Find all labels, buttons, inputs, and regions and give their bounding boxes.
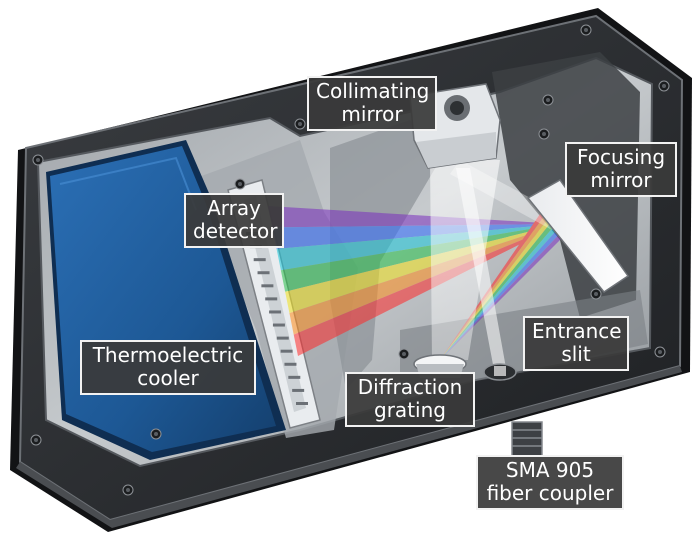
detector-pin	[261, 284, 274, 288]
screw-icon	[122, 484, 134, 496]
entrance-slit	[483, 363, 517, 381]
focusing-mirror	[526, 179, 630, 294]
spectrum-band	[276, 224, 560, 271]
detector-pin	[257, 271, 270, 275]
spectrum-band	[280, 224, 560, 292]
detector-pin	[296, 402, 308, 405]
screw-icon	[150, 428, 162, 440]
spectrum-band	[289, 224, 560, 335]
screws	[30, 24, 670, 496]
screw-icon	[234, 178, 246, 190]
label-focusing-mirror: Focusing mirror	[565, 142, 677, 197]
label-array-detector: Array detector	[184, 193, 284, 248]
detector-pin	[272, 323, 285, 327]
detector-pin	[265, 297, 278, 301]
detector-pin	[288, 375, 301, 379]
screw-icon	[294, 118, 306, 130]
label-sma-fiber-coupler: SMA 905 fiber coupler	[476, 455, 624, 510]
fiber-connector-icon	[511, 421, 543, 457]
detector-pin	[276, 336, 289, 340]
label-collimating-mirror: Collimating mirror	[307, 76, 437, 131]
screw-icon	[398, 348, 410, 360]
spectrum-band	[285, 224, 560, 314]
screw-icon	[654, 346, 666, 358]
detector-pin	[269, 310, 282, 314]
detector-pin	[292, 388, 305, 392]
detector-pin	[284, 362, 297, 366]
spectrum-band	[293, 224, 560, 356]
detector-pin	[280, 349, 293, 353]
detector-pin	[253, 258, 266, 262]
screw-icon	[590, 288, 602, 300]
label-diffraction-grating: Diffraction grating	[345, 372, 475, 427]
screw-icon	[538, 128, 550, 140]
screw-icon	[542, 94, 554, 106]
screw-icon	[658, 80, 670, 92]
screw-icon	[32, 154, 44, 166]
screw-icon	[30, 434, 42, 446]
light-beams	[430, 160, 560, 370]
label-entrance-slit: Entrance slit	[523, 316, 629, 371]
label-thermoelectric-cooler: Thermoelectric cooler	[80, 340, 256, 395]
screw-icon	[580, 24, 592, 36]
